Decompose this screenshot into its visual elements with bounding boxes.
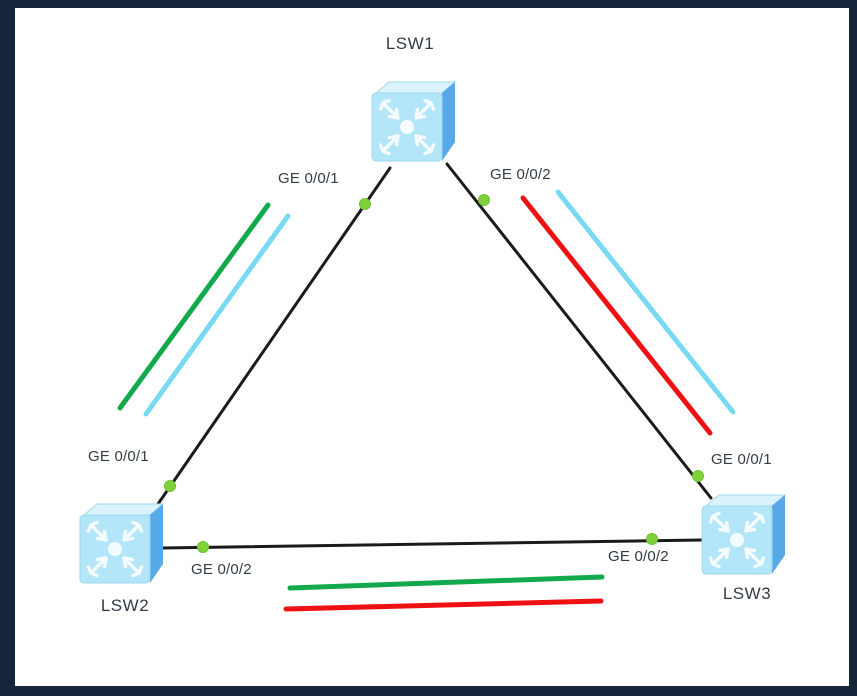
switch-icon-arrow-2 — [86, 556, 108, 578]
switch-icon-arrow-1 — [414, 98, 436, 120]
annotation-line-red-2 — [520, 195, 713, 436]
annotation-line-green-0 — [117, 202, 271, 411]
switch-icon-hub-circle — [730, 533, 744, 547]
switch-icon-arrow-1 — [744, 511, 766, 533]
annotation-line-cyan-3 — [555, 189, 736, 415]
switch-icon-arrow-2 — [708, 547, 730, 569]
switch-icon-top-face — [82, 503, 165, 516]
switch-icon-lsw2[interactable] — [79, 503, 165, 584]
switch-icon-side-face — [150, 504, 163, 583]
switch-icon-arrow-0 — [708, 511, 730, 533]
switch-icon-arrow-3 — [744, 547, 766, 569]
switch-icon-hub-circle — [400, 120, 414, 134]
annotation-line-red-5 — [283, 598, 604, 612]
port-status-dot-3 — [692, 470, 704, 482]
switch-icon-lsw3[interactable] — [701, 494, 787, 575]
link-lsw1-lsw2[interactable] — [156, 166, 392, 506]
switch-icon-arrow-2 — [378, 134, 400, 156]
port-status-dot-5 — [646, 533, 658, 545]
switch-icon-arrow-1 — [122, 520, 144, 542]
port-status-dot-4 — [197, 541, 209, 553]
switch-icon-arrow-3 — [122, 556, 144, 578]
switch-icon-hub-circle — [108, 542, 122, 556]
annotation-line-green-4 — [287, 574, 605, 591]
switch-icon-arrow-0 — [86, 520, 108, 542]
port-status-dot-2 — [478, 194, 490, 206]
switch-icon-top-face — [704, 494, 787, 507]
annotation-line-cyan-1 — [143, 213, 291, 417]
switch-icon-lsw1[interactable] — [371, 81, 457, 162]
switch-icon-side-face — [772, 495, 785, 574]
port-status-dot-0 — [359, 198, 371, 210]
port-status-dot-1 — [164, 480, 176, 492]
switch-icon-arrow-0 — [378, 98, 400, 120]
switch-icon-arrow-3 — [414, 134, 436, 156]
switch-icon-side-face — [442, 82, 455, 161]
switch-icon-top-face — [374, 81, 457, 94]
link-lsw1-lsw3[interactable] — [445, 162, 713, 500]
link-lsw2-lsw3[interactable] — [160, 538, 703, 550]
